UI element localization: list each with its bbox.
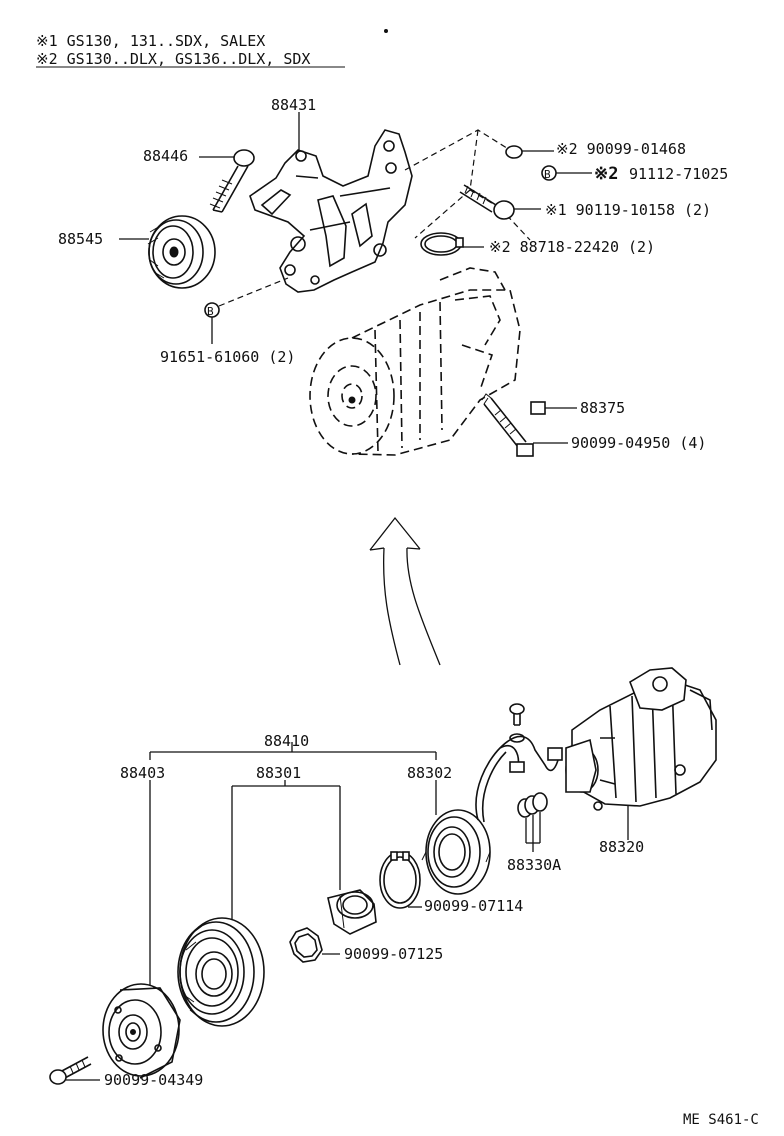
clutch-pulley	[177, 917, 265, 1027]
compressor-bracket	[249, 129, 413, 293]
group-bracket-88410	[149, 742, 437, 1000]
hose-clamp	[420, 232, 464, 256]
dashed-hardware-guide	[404, 129, 531, 241]
b-marker-lower: B	[204, 302, 220, 318]
compressor-88320	[565, 667, 717, 840]
pressure-plate-hub	[102, 983, 181, 1079]
label-90099-04950: 90099-04950 (4)	[571, 434, 706, 452]
field-coil	[421, 809, 491, 895]
label-90119-10158: ※1 90119-10158 (2)	[545, 201, 711, 219]
bolt-88446	[209, 149, 255, 213]
label-88545: 88545	[58, 230, 103, 248]
pulley-bearing	[327, 889, 377, 935]
bolt-90119	[459, 184, 515, 220]
label-88718-22420: ※2 88718-22420 (2)	[489, 238, 655, 256]
label-88446: 88446	[143, 147, 188, 165]
label-90099-01468: ※2 90099-01468	[556, 140, 686, 158]
label-88320: 88320	[599, 838, 644, 856]
stud-bolt	[481, 393, 534, 457]
label-90099-07114: 90099-07114	[424, 897, 523, 915]
label-90099-04349: 90099-04349	[104, 1071, 203, 1089]
b-marker-upper: B	[541, 165, 557, 181]
dashed-leader	[218, 277, 289, 307]
label-91112-mark: ※2	[594, 164, 618, 184]
coil-wire-harness	[475, 733, 563, 823]
figure-code: ME S461-C	[683, 1112, 759, 1128]
label-88302: 88302	[407, 764, 452, 782]
ground-screw	[509, 703, 525, 726]
o-ring	[505, 145, 523, 159]
snap-ring-07114	[379, 851, 421, 909]
svg-text:B: B	[207, 305, 214, 318]
label-90099-07125: 90099-07125	[344, 945, 443, 963]
applicability-note-2: ※2 GS130..DLX, GS136..DLX, SDX	[36, 50, 310, 68]
label-91112-71025: 91112-71025	[629, 165, 728, 183]
label-91651-61060: 91651-61060 (2)	[160, 348, 295, 366]
label-88403: 88403	[120, 764, 165, 782]
lower-leaders	[66, 906, 422, 1081]
speck	[384, 29, 388, 33]
idler-pulley	[147, 215, 216, 289]
label-88431: 88431	[271, 96, 316, 114]
shaft-dot	[348, 396, 356, 404]
shim-set	[517, 792, 548, 852]
upper-leaders	[119, 112, 592, 444]
hub-bolt	[49, 1056, 92, 1085]
svg-text:B: B	[544, 168, 551, 181]
label-88410: 88410	[264, 732, 309, 750]
compressor-outline	[309, 267, 521, 456]
label-88301: 88301	[256, 764, 301, 782]
label-88330A: 88330A	[507, 856, 561, 874]
applicability-note-1: ※1 GS130, 131..SDX, SALEX	[36, 32, 265, 50]
snap-ring-07125	[289, 927, 323, 963]
assembly-arrow	[369, 516, 441, 666]
label-88375: 88375	[580, 399, 625, 417]
cap-88375	[530, 401, 546, 415]
